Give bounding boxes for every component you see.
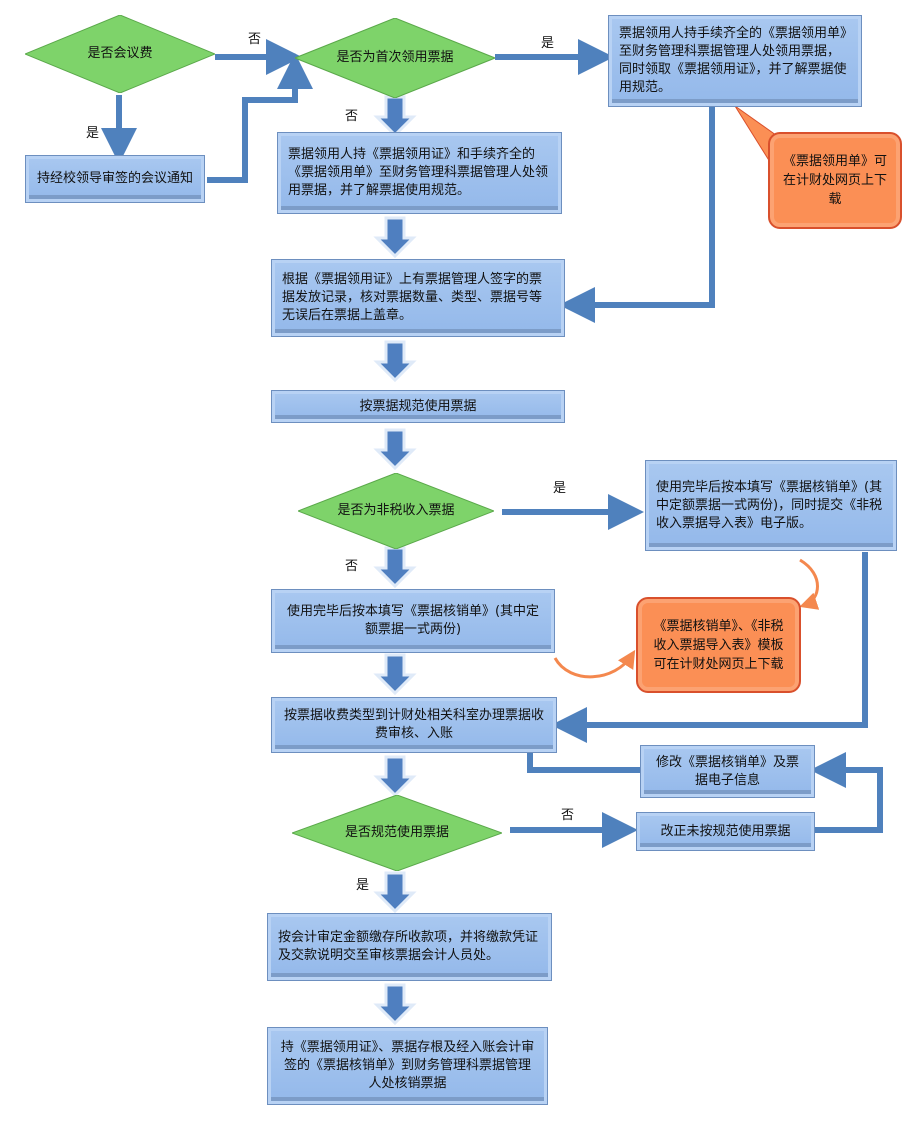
box-final-writeoff: 持《票据领用证》、票据存根及经入账会计审签的《票据核销单》到财务管理科票据管理人…	[267, 1027, 548, 1105]
box-first-time-collect: 票据领用人持手续齐全的《票据领用单》至财务管理科票据管理人处领用票据，同时领取《…	[608, 15, 862, 107]
decision-standard-use: 是否规范使用票据	[292, 795, 502, 871]
decision-first-use: 是否为首次领用票据	[295, 18, 495, 98]
box-use-standard: 按票据规范使用票据	[271, 390, 565, 423]
callout-download-form: 《票据领用单》可在计财处网页上下载	[768, 132, 902, 229]
arrow-first-collect-to-verify	[559, 106, 715, 323]
callout-download-templates: 《票据核销单》、《非税收入票据导入表》模板可在计财处网页上下载	[636, 597, 801, 693]
line-audit-to-modify	[527, 752, 640, 773]
label-yes: 是	[553, 481, 567, 496]
label-no: 否	[248, 32, 262, 47]
decision-text: 是否规范使用票据	[344, 825, 449, 840]
arrow-nontax-writeoff-to-audit	[551, 552, 868, 743]
box-modify: 修改《票据核销单》及票据电子信息	[640, 745, 815, 798]
box-meeting-notice: 持经校领导审签的会议通知	[25, 155, 205, 203]
label-yes: 是	[356, 878, 370, 893]
box-deposit: 按会计审定金额缴存所收款项，并将缴款凭证及交款说明交至审核票据会计人员处。	[267, 913, 552, 981]
decision-meeting-fee: 是否会议费	[25, 15, 215, 93]
label-yes: 是	[541, 36, 555, 51]
box-correct: 改正未按规范使用票据	[636, 812, 815, 851]
box-repeat-collect: 票据领用人持《票据领用证》和手续齐全的《票据领用单》至财务管理科票据管理人处领用…	[277, 132, 562, 214]
label-no: 否	[345, 109, 359, 124]
orange-curve-1	[799, 558, 820, 610]
orange-curve-2	[553, 649, 636, 679]
decision-text: 是否会议费	[87, 46, 153, 61]
box-verify-stamp: 根据《票据领用证》上有票据管理人签字的票据发放记录，核对票据数量、类型、票据号等…	[271, 259, 565, 337]
label-yes: 是	[86, 126, 100, 141]
down-block-arrows	[375, 95, 415, 1025]
box-audit-entry: 按票据收费类型到计财处相关科室办理票据收费审核、入账	[271, 697, 557, 753]
decision-text: 是否为非税收入票据	[337, 503, 455, 518]
decision-text: 是否为首次领用票据	[336, 50, 454, 65]
arrow-correct-to-modify	[810, 752, 883, 833]
label-no: 否	[345, 559, 359, 574]
decision-non-tax: 是否为非税收入票据	[298, 473, 494, 549]
box-non-tax-writeoff: 使用完毕后按本填写《票据核销单》(其中定额票据一式两份)，同时提交《非税收入票据…	[645, 460, 897, 551]
label-no: 否	[561, 808, 575, 823]
arrow-notice-to-first	[207, 53, 313, 183]
box-writeoff: 使用完毕后按本填写《票据核销单》(其中定额票据一式两份)	[271, 589, 555, 653]
